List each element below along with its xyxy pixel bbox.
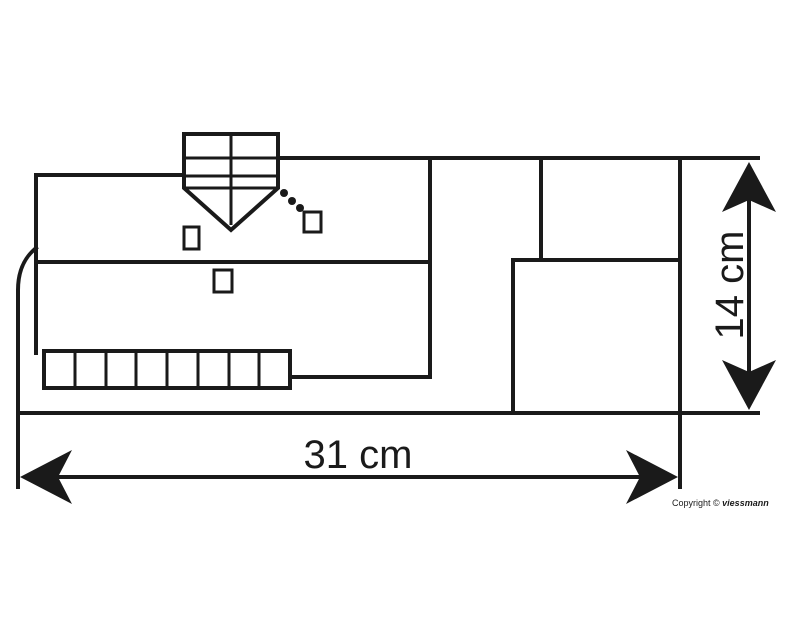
small-window-3 [302,210,323,234]
lamp-dot-3 [296,204,304,212]
lamp-dot-1 [280,189,288,197]
brand-logo-text: viessmann [722,498,769,508]
building-outline [16,156,760,489]
width-dimension: 31 cm [20,433,678,504]
gable-window [182,132,280,233]
width-label: 31 cm [304,433,413,477]
height-arrow-bottom-head [722,360,776,410]
copyright-notice: Copyright © viessmann [672,498,769,508]
copyright-prefix: Copyright © [672,498,720,508]
width-arrow-right-head [626,450,678,504]
left-curved-corner [16,245,39,489]
lamp-dot-2 [288,197,296,205]
small-window-2 [212,268,234,294]
window-row [42,349,292,390]
height-arrow-top-head [722,162,776,212]
small-window-1 [182,225,201,251]
gable-frame [182,132,280,233]
height-dimension: 14 cm [708,162,776,410]
width-arrow-left-head [20,450,72,504]
height-label: 14 cm [708,231,752,340]
